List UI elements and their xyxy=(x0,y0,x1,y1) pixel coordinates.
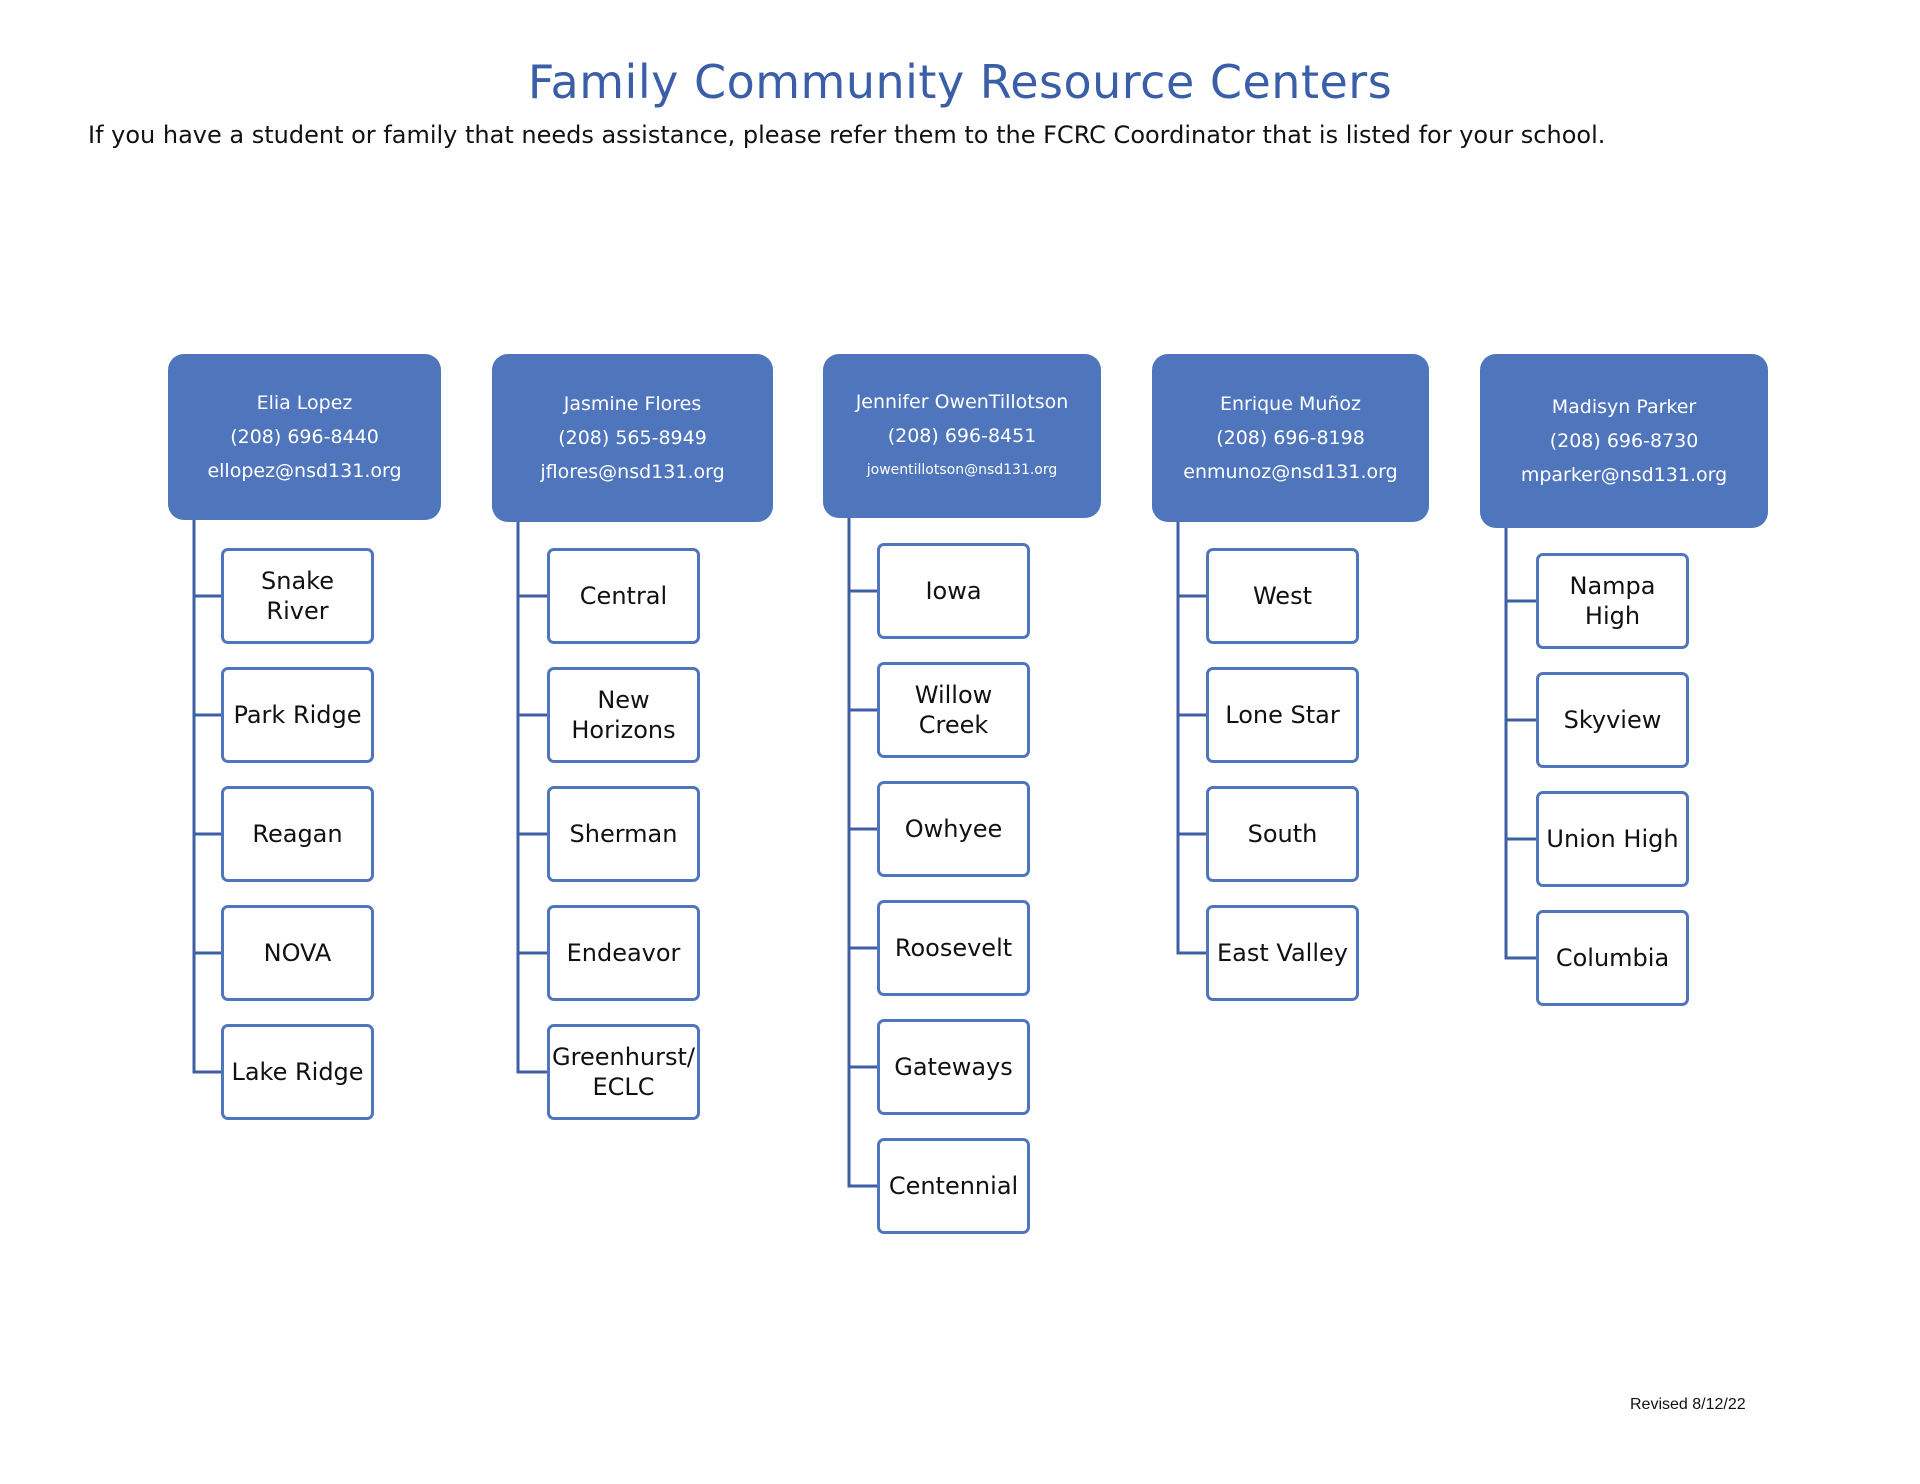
coordinator-card-jennifer-owentillotson: Jennifer OwenTillotson (208) 696-8451 jo… xyxy=(823,354,1101,518)
coordinator-phone: (208) 696-8440 xyxy=(230,426,379,448)
coordinator-name: Jennifer OwenTillotson xyxy=(855,391,1069,413)
school-box: New Horizons xyxy=(547,667,700,763)
coordinator-email: jflores@nsd131.org xyxy=(540,461,725,483)
school-box: Iowa xyxy=(877,543,1030,639)
coordinator-name: Enrique Muñoz xyxy=(1219,393,1362,415)
school-box: Nampa High xyxy=(1536,553,1689,649)
school-box: Gateways xyxy=(877,1019,1030,1115)
school-box: West xyxy=(1206,548,1359,644)
coordinator-card-elia-lopez: Elia Lopez (208) 696-8440 ellopez@nsd131… xyxy=(168,354,441,520)
coordinator-email: jowentillotson@nsd131.org xyxy=(866,462,1058,478)
coordinator-name: Jasmine Flores xyxy=(563,393,702,415)
school-box: Lake Ridge xyxy=(221,1024,374,1120)
school-box: Sherman xyxy=(547,786,700,882)
school-box: Central xyxy=(547,548,700,644)
coordinator-email: mparker@nsd131.org xyxy=(1520,464,1728,486)
school-box: Park Ridge xyxy=(221,667,374,763)
school-box: Reagan xyxy=(221,786,374,882)
school-box: NOVA xyxy=(221,905,374,1001)
school-box: Endeavor xyxy=(547,905,700,1001)
school-box: Snake River xyxy=(221,548,374,644)
school-box: Skyview xyxy=(1536,672,1689,768)
revised-date: Revised 8/12/22 xyxy=(1630,1396,1746,1413)
school-box: Willow Creek xyxy=(877,662,1030,758)
coordinator-phone: (208) 565-8949 xyxy=(558,427,707,449)
school-box: Centennial xyxy=(877,1138,1030,1234)
coordinator-card-madisyn-parker: Madisyn Parker (208) 696-8730 mparker@ns… xyxy=(1480,354,1768,528)
school-box: Lone Star xyxy=(1206,667,1359,763)
school-box: South xyxy=(1206,786,1359,882)
page-title: Family Community Resource Centers xyxy=(527,55,1393,109)
school-box: Greenhurst/ ECLC xyxy=(547,1024,700,1120)
coordinator-phone: (208) 696-8198 xyxy=(1216,427,1365,449)
school-box: East Valley xyxy=(1206,905,1359,1001)
school-box: Owhyee xyxy=(877,781,1030,877)
coordinator-name: Elia Lopez xyxy=(256,392,353,414)
coordinator-name: Madisyn Parker xyxy=(1551,396,1697,418)
school-box: Roosevelt xyxy=(877,900,1030,996)
coordinator-email: enmunoz@nsd131.org xyxy=(1183,461,1398,483)
coordinator-phone: (208) 696-8730 xyxy=(1549,430,1699,452)
school-box: Columbia xyxy=(1536,910,1689,1006)
school-box: Union High xyxy=(1536,791,1689,887)
coordinator-email: ellopez@nsd131.org xyxy=(207,460,402,482)
page-subtitle: If you have a student or family that nee… xyxy=(88,121,1606,149)
coordinator-card-enrique-munoz: Enrique Muñoz (208) 696-8198 enmunoz@nsd… xyxy=(1152,354,1429,522)
coordinator-phone: (208) 696-8451 xyxy=(887,425,1037,447)
coordinator-card-jasmine-flores: Jasmine Flores (208) 565-8949 jflores@ns… xyxy=(492,354,773,522)
